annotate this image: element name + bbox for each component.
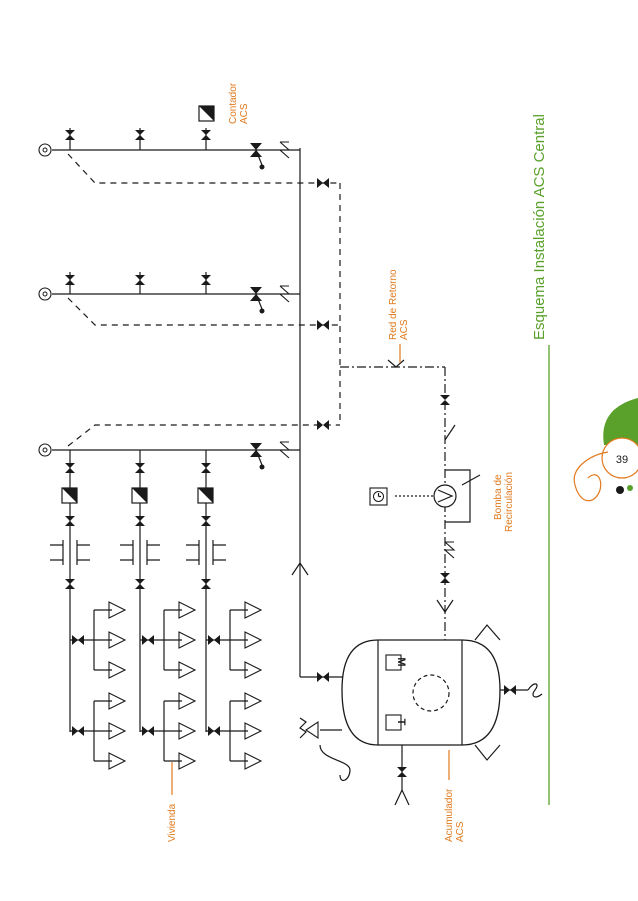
page-number-decoration bbox=[573, 398, 638, 502]
floor-branch-3 bbox=[38, 420, 340, 470]
svg-text:Contador: Contador bbox=[228, 82, 239, 124]
safety-valve-icon bbox=[299, 717, 351, 782]
accumulator-tank bbox=[341, 624, 543, 806]
pump-check-valve-icon bbox=[444, 541, 455, 559]
tank-supply-valve-icon bbox=[317, 672, 329, 682]
svg-text:ACS: ACS bbox=[399, 319, 410, 340]
page-number: 39 bbox=[616, 454, 628, 466]
pump-timer-icon bbox=[369, 487, 388, 506]
label-red-retorno: Red de Retorno ACS bbox=[388, 269, 410, 363]
tank-motor-letter: M bbox=[395, 657, 407, 666]
svg-text:ACS: ACS bbox=[239, 103, 250, 124]
tank-thermostat-letter: T bbox=[395, 719, 407, 726]
svg-text:ACS: ACS bbox=[455, 821, 466, 842]
flow-arrow-riser bbox=[291, 561, 309, 576]
label-contador: Contador ACS bbox=[228, 82, 250, 124]
label-acumulador: Acumulador ACS bbox=[444, 750, 466, 842]
label-vivienda: Vivienda bbox=[167, 762, 178, 842]
floor-branch-1 bbox=[38, 128, 340, 188]
recirculation-pump-icon bbox=[395, 469, 481, 523]
vivienda-columns bbox=[50, 450, 262, 770]
floor-branch-2 bbox=[38, 272, 340, 330]
svg-text:Red de Retorno: Red de Retorno bbox=[388, 269, 399, 340]
diagram-title: Esquema Instalación ACS Central bbox=[531, 114, 548, 340]
svg-text:Recirculación: Recirculación bbox=[504, 472, 515, 532]
contador-meter-icon bbox=[198, 105, 215, 122]
svg-text:Bomba de: Bomba de bbox=[493, 474, 504, 520]
svg-text:Vivienda: Vivienda bbox=[167, 803, 178, 842]
label-bomba: Bomba de Recirculación bbox=[493, 472, 515, 532]
svg-text:Acumulador: Acumulador bbox=[444, 788, 455, 842]
